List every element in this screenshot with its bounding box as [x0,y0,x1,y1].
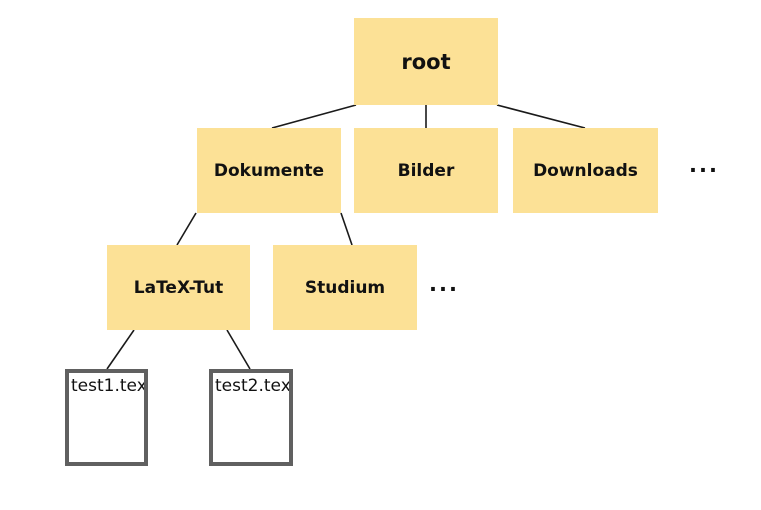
edge-dokumente-studium [340,212,353,246]
edge-root-downloads [496,104,586,129]
edge-group [106,104,586,370]
node-latex-tut: LaTeX-Tut [107,245,250,330]
node-studium: Studium [273,245,417,330]
file-test2-tex: test2.tex [209,369,293,466]
edge-latextut-test2 [226,329,251,370]
ellipsis-level1: ... [689,153,719,177]
node-dokumente: Dokumente [197,128,341,213]
ellipsis-level2: ... [429,272,459,296]
node-bilder: Bilder [354,128,498,213]
edge-root-dokumente [271,104,357,129]
file-test1-tex: test1.tex [65,369,148,466]
edge-latextut-test1 [106,329,135,370]
edge-dokumente-latextut [176,212,197,246]
node-downloads: Downloads [513,128,658,213]
node-root: root [354,18,498,105]
